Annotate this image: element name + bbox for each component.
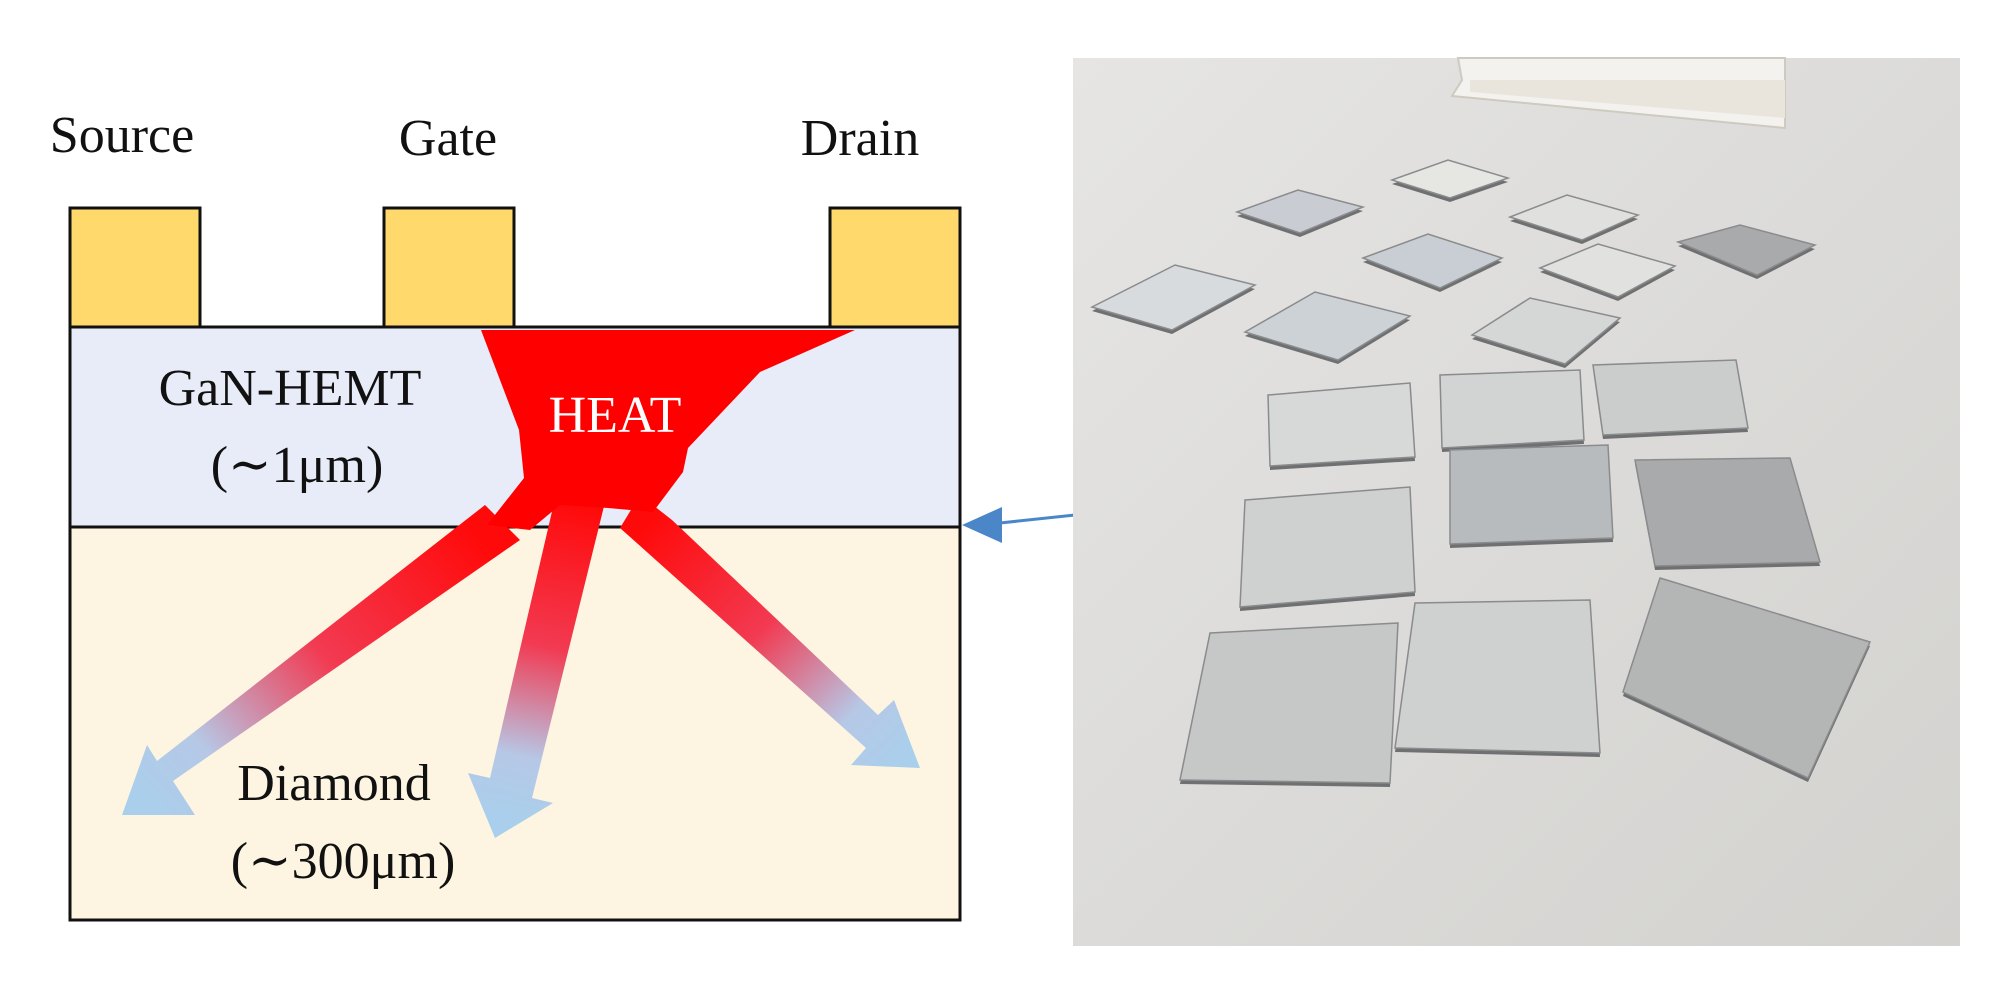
diamond-plate xyxy=(1675,224,1818,276)
diamond-plate xyxy=(1449,444,1614,545)
source-contact xyxy=(68,206,202,329)
heat-arrow-right xyxy=(620,495,920,768)
gate-label: Gate xyxy=(399,110,497,167)
diamond-plate xyxy=(1389,159,1511,199)
diamond-plate xyxy=(1592,359,1749,436)
diamond-plate xyxy=(1089,264,1258,331)
source-label: Source xyxy=(50,107,194,164)
diamond-plate xyxy=(1267,382,1416,467)
diamond-plate xyxy=(1234,189,1366,234)
diamond-plate xyxy=(1537,243,1677,298)
gate-contact xyxy=(382,206,516,329)
diamond-label: Diamond xyxy=(237,755,431,812)
diamond-wafers-photo xyxy=(1073,57,1960,946)
diamond-thickness: (∼300μm) xyxy=(231,833,456,890)
diamond-plate xyxy=(1470,297,1622,365)
diamond-plates xyxy=(1089,159,1872,787)
pointer-arrow xyxy=(962,507,1076,543)
heat-arrow-center xyxy=(468,490,608,838)
diamond-plate xyxy=(1507,194,1641,241)
drain-contact xyxy=(828,206,962,329)
heat-label: HEAT xyxy=(549,387,682,444)
drain-label: Drain xyxy=(801,110,919,167)
diamond-plate xyxy=(1439,369,1585,449)
heat-arrow-left xyxy=(122,505,520,815)
gan-hemt-label: GaN-HEMT xyxy=(159,360,422,417)
diamond-plate xyxy=(1394,599,1601,754)
diamond-plate xyxy=(1622,577,1872,779)
diamond-plate xyxy=(1243,291,1412,361)
gan-hemt-thickness: (∼1μm) xyxy=(211,437,384,494)
diamond-plate xyxy=(1239,486,1416,608)
diamond-plate xyxy=(1360,233,1505,289)
heat-region xyxy=(481,330,855,530)
device-cross-section: Source Gate Drain GaN-HEMT (∼1μm) HEAT D… xyxy=(50,107,1076,922)
diamond-plate xyxy=(1179,622,1399,784)
diamond-plate xyxy=(1634,457,1821,567)
